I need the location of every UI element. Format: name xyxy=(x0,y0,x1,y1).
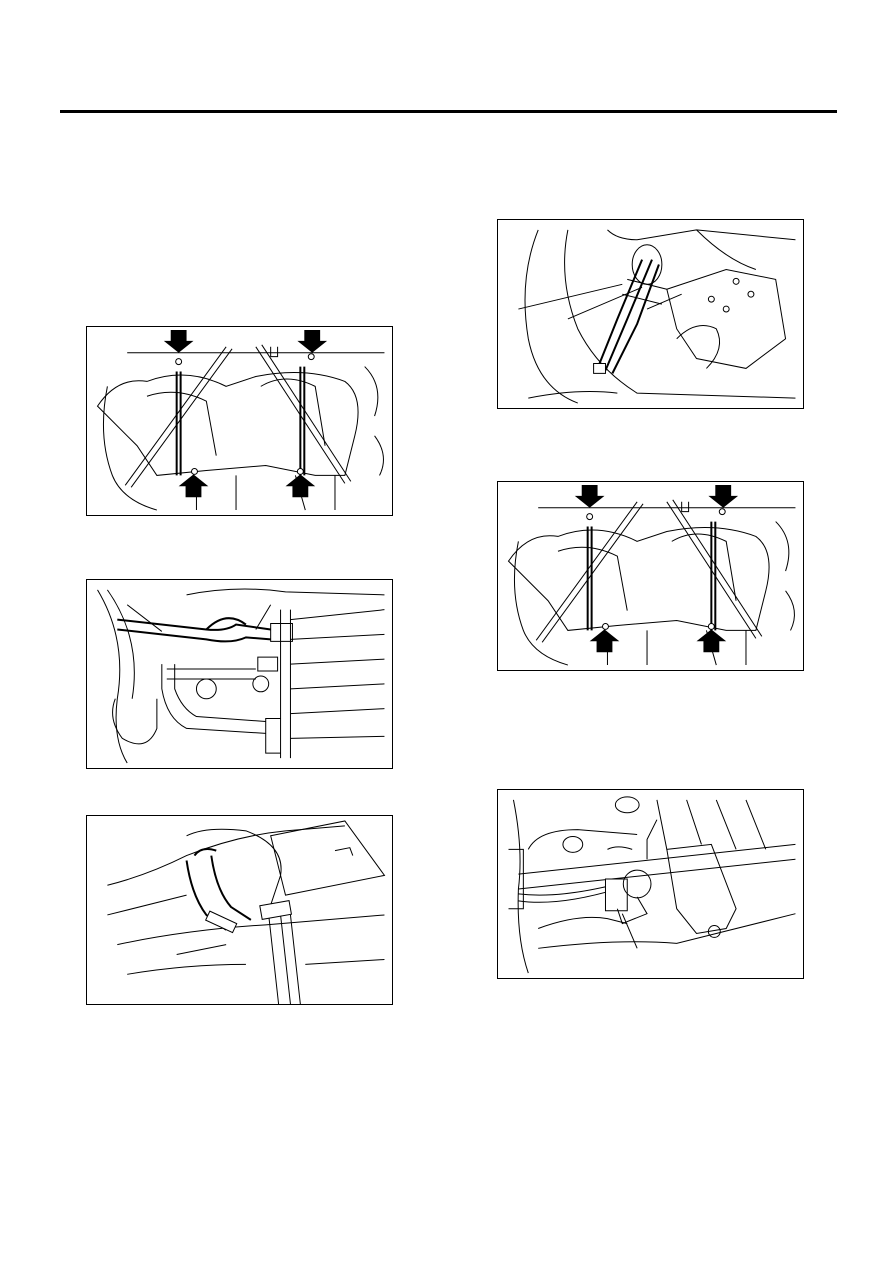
evaporation-hoses-illustration xyxy=(498,220,803,408)
arrow-down-icon xyxy=(574,484,605,508)
connector-harness-illustration xyxy=(498,790,803,978)
arrow-down-icon xyxy=(708,484,739,508)
fuel-tank-bands-illustration xyxy=(87,329,392,515)
filler-hose-illustration xyxy=(87,816,392,1004)
arrow-down-icon xyxy=(163,329,194,353)
figure-evaporation-hoses xyxy=(497,219,804,409)
figure-fuel-tank-bands-left xyxy=(86,326,393,516)
figure-filler-hose xyxy=(86,815,393,1005)
arrow-up-icon xyxy=(178,474,209,498)
figure-fuel-hoses xyxy=(86,579,393,769)
fuel-hoses-illustration xyxy=(87,580,392,768)
arrow-down-icon xyxy=(297,329,328,353)
arrow-up-icon xyxy=(285,474,316,498)
header-rule xyxy=(60,110,837,113)
fuel-tank-bands-illustration xyxy=(498,484,803,670)
arrow-up-icon xyxy=(696,629,727,653)
arrow-up-icon xyxy=(589,629,620,653)
figure-fuel-tank-bands-right xyxy=(497,481,804,671)
figure-connector-harness xyxy=(497,789,804,979)
